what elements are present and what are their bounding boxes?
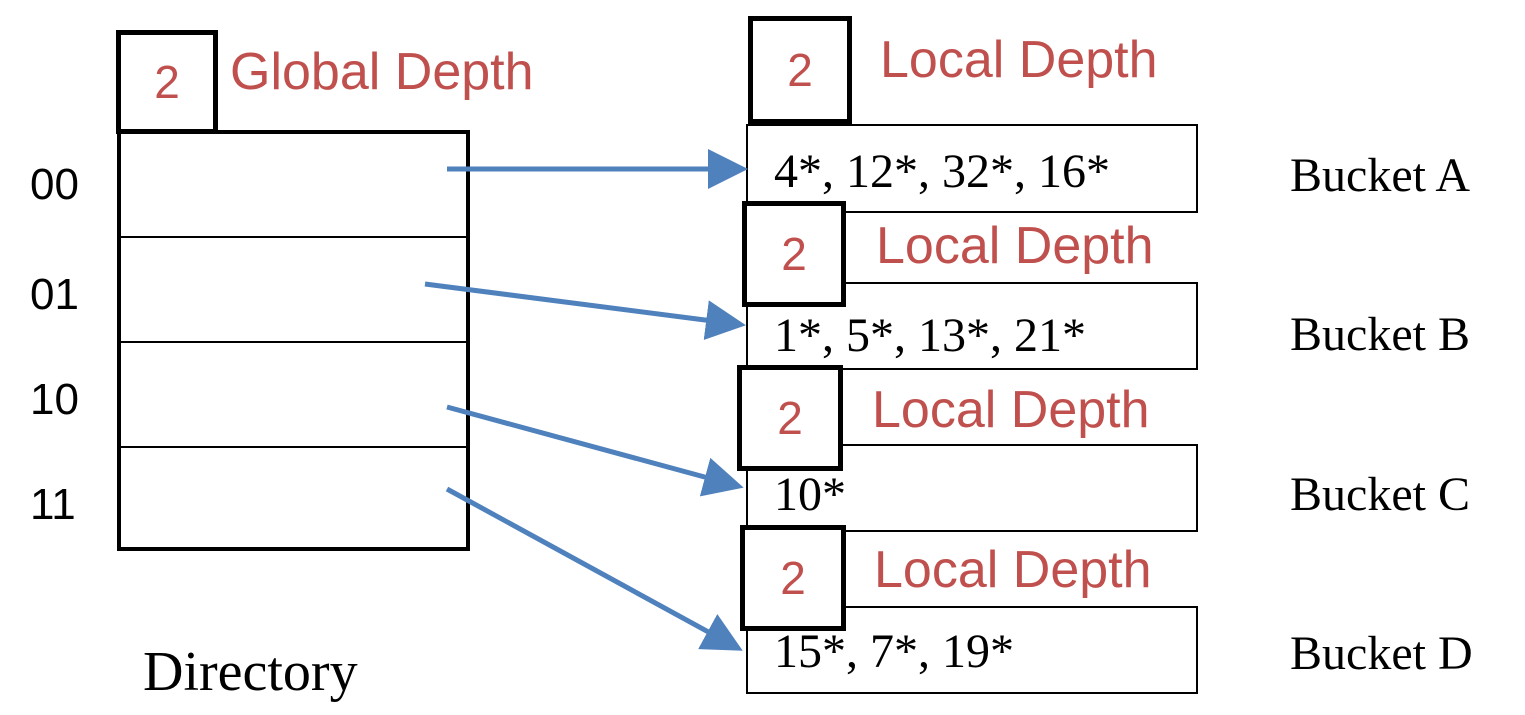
bucket-b-name: Bucket B <box>1290 308 1470 361</box>
bucket-a-name: Bucket A <box>1290 149 1470 202</box>
bucket-b-local-depth-value: 2 <box>781 228 807 280</box>
bucket-a-box: 4*, 12*, 32*, 16* <box>746 124 1198 213</box>
bucket-c-local-depth-value: 2 <box>777 392 803 444</box>
bucket-c-local-depth-label: Local Depth <box>872 381 1150 439</box>
global-depth-label: Global Depth <box>230 43 534 101</box>
bucket-a-local-depth-label: Local Depth <box>880 31 1158 89</box>
directory-cell-01 <box>121 238 466 343</box>
directory-caption: Directory <box>143 641 358 703</box>
bucket-c-name: Bucket C <box>1290 468 1470 521</box>
directory-cell-10 <box>121 343 466 448</box>
bucket-d-contents: 15*, 7*, 19* <box>774 625 1014 678</box>
bucket-a-local-depth-value: 2 <box>787 44 813 96</box>
bucket-b-box: 1*, 5*, 13*, 21* <box>746 282 1198 370</box>
bucket-b-contents: 1*, 5*, 13*, 21* <box>774 309 1086 362</box>
directory-entry-00: 00 <box>30 160 79 209</box>
directory-entry-11: 11 <box>30 480 76 529</box>
directory-entry-10: 10 <box>30 375 79 424</box>
bucket-c-local-depth-box: 2 <box>737 365 843 471</box>
arrow-01-to-bucket-b <box>424 281 746 341</box>
arrow-10-to-bucket-c <box>446 404 744 497</box>
global-depth-box: 2 <box>116 30 218 134</box>
bucket-d-name: Bucket D <box>1290 627 1473 680</box>
bucket-c-contents: 10* <box>774 468 846 521</box>
directory-table <box>117 130 470 551</box>
bucket-b-local-depth-box: 2 <box>742 201 846 307</box>
bucket-d-local-depth-label: Local Depth <box>874 541 1152 599</box>
bucket-b-local-depth-label: Local Depth <box>876 217 1154 275</box>
bucket-a-local-depth-box: 2 <box>748 16 852 124</box>
global-depth-value: 2 <box>154 56 180 108</box>
bucket-d-local-depth-box: 2 <box>740 525 846 631</box>
bucket-d-local-depth-value: 2 <box>780 552 806 604</box>
directory-entry-01: 01 <box>30 270 79 319</box>
directory-cell-00 <box>121 134 466 238</box>
arrow-11-to-bucket-d <box>445 486 743 651</box>
bucket-a-contents: 4*, 12*, 32*, 16* <box>774 145 1110 198</box>
